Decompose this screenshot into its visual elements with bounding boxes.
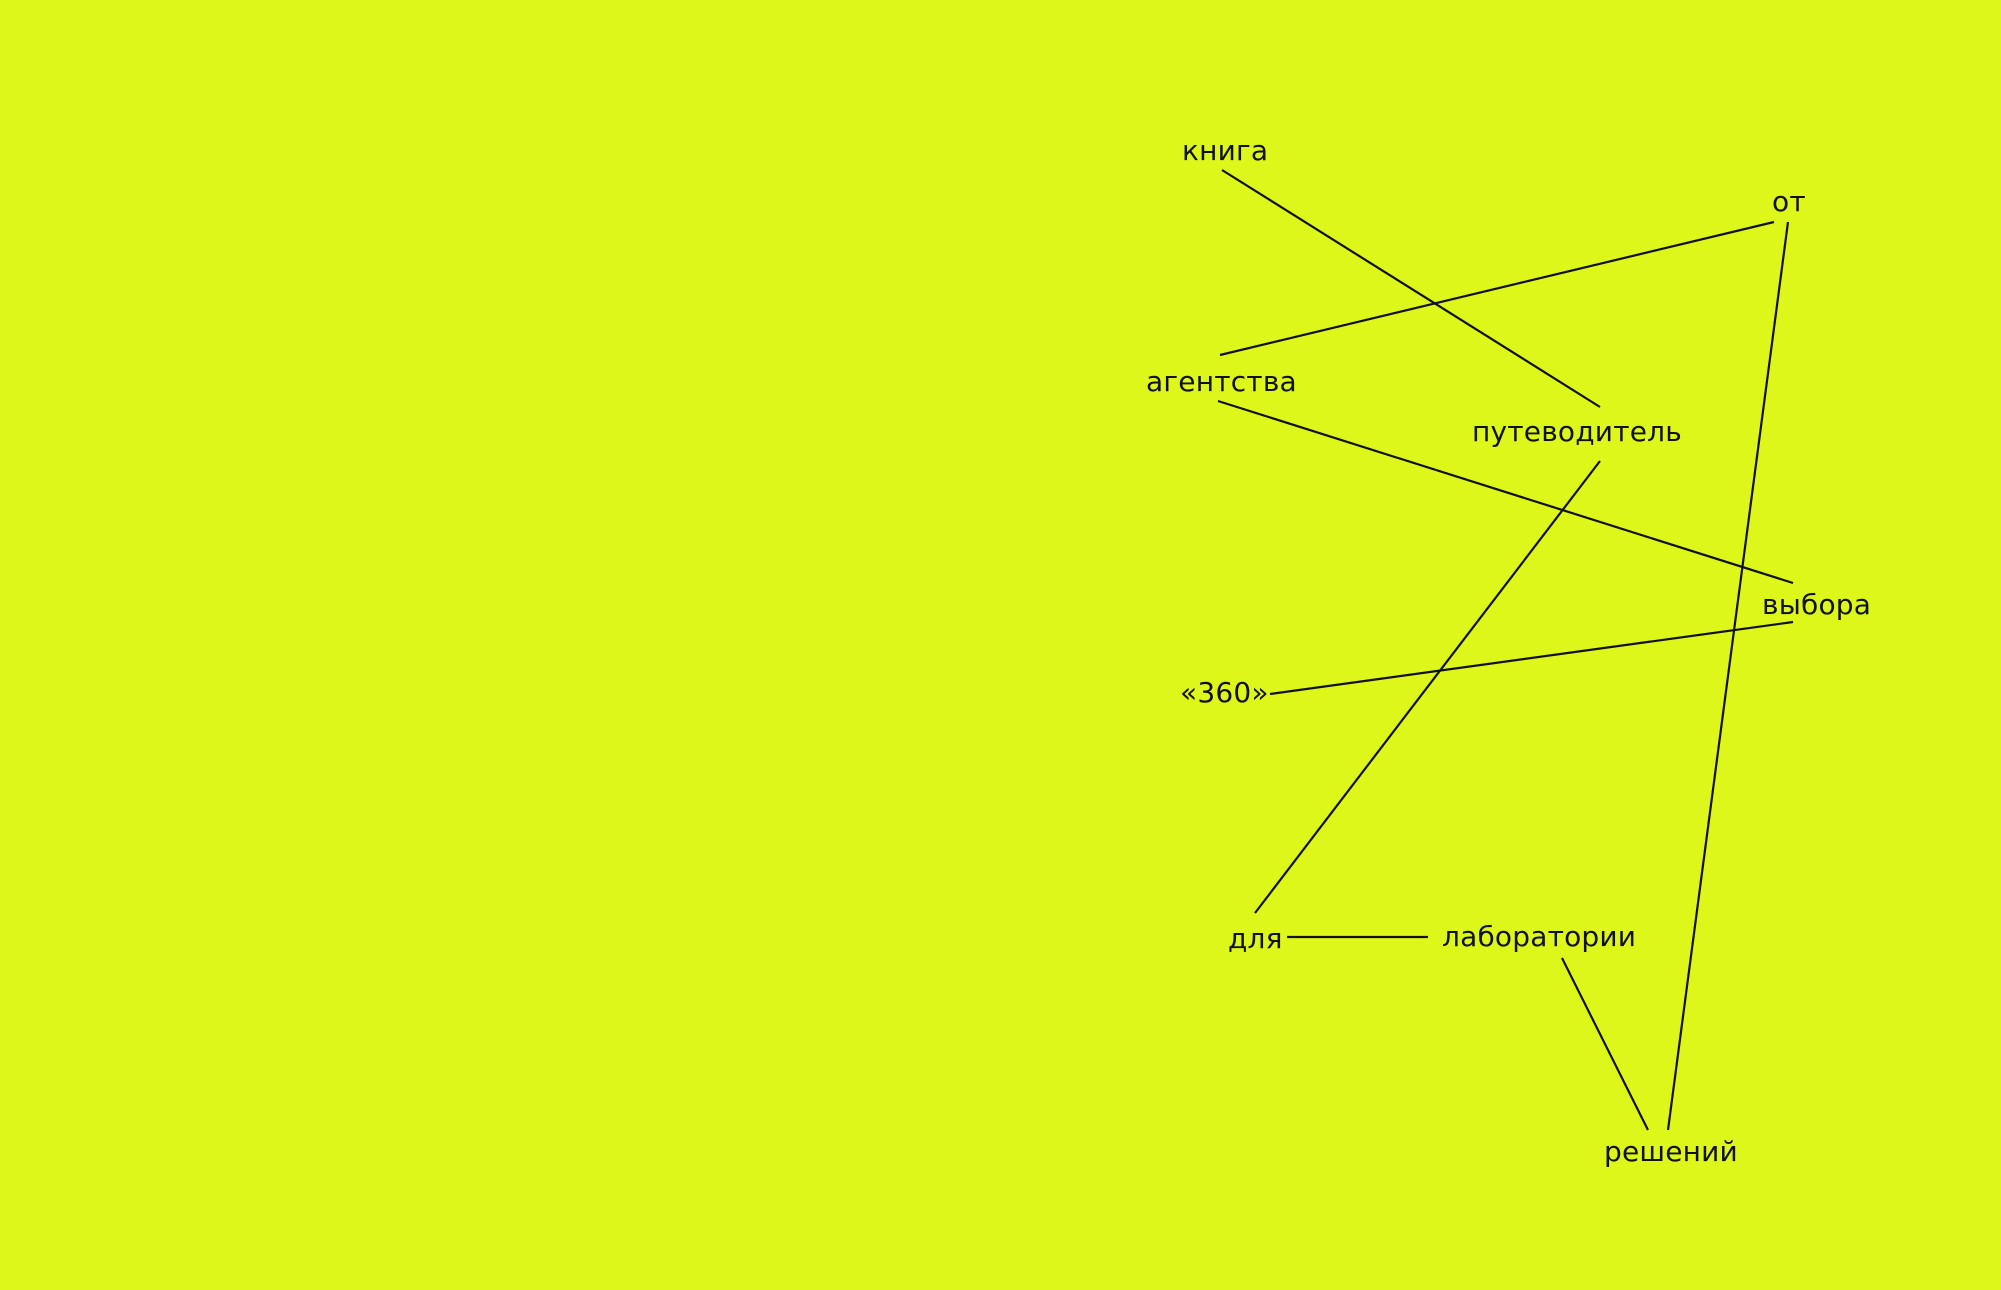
word-dlya: для: [1228, 922, 1283, 955]
word-agentstva: агентства: [1146, 365, 1297, 398]
word-ot: от: [1772, 185, 1806, 218]
word-360: «360»: [1180, 676, 1269, 709]
line-ot-agentstva: [1219, 220, 1775, 357]
word-putevoditel: путеводитель: [1472, 415, 1682, 448]
word-kniga: книга: [1182, 134, 1269, 167]
word-laboratorii: лаборатории: [1442, 920, 1637, 953]
word-resheniy: решений: [1604, 1135, 1738, 1168]
line-ot-resheniy: [1666, 221, 1790, 1131]
line-vybora-360: [1269, 620, 1794, 696]
line-laboratorii-resheniy: [1561, 957, 1649, 1131]
line-agentstva-vybora: [1217, 399, 1794, 585]
word-vybora: выбора: [1762, 588, 1872, 621]
line-kniga-putevoditel: [1221, 169, 1601, 408]
line-putevoditel-dlya: [1254, 460, 1601, 914]
